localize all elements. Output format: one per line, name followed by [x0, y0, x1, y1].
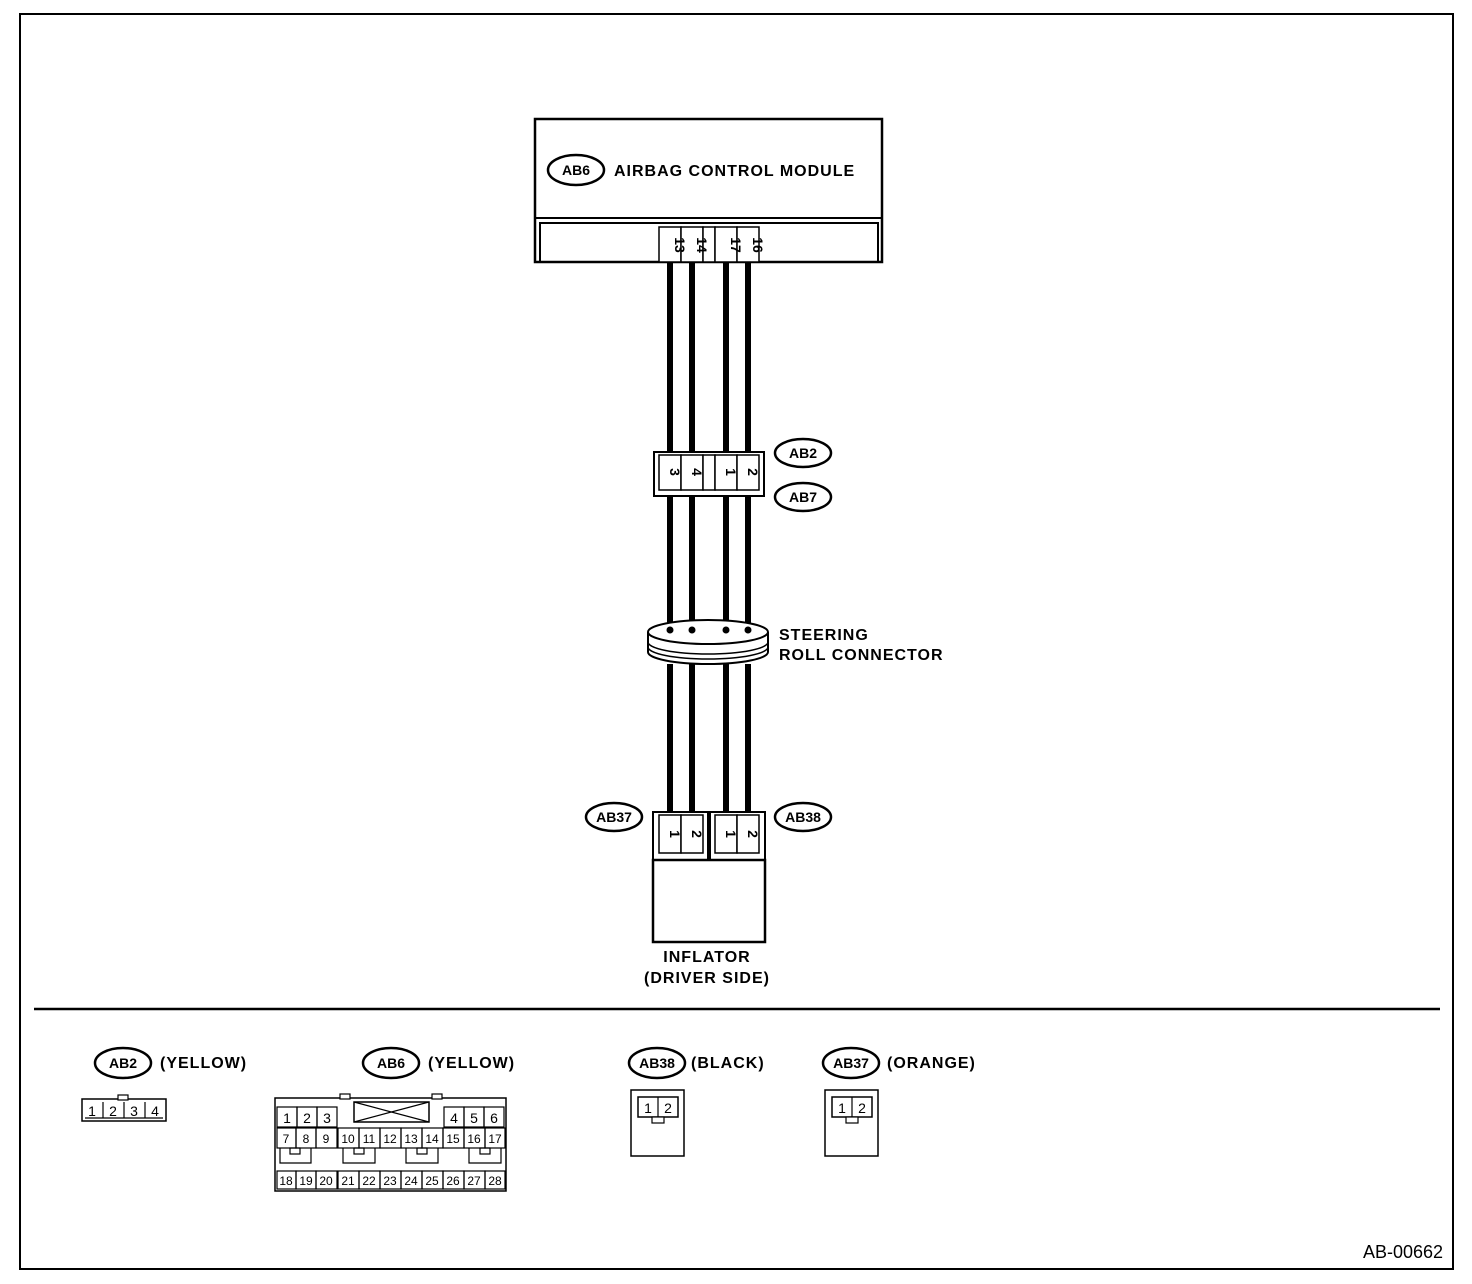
legend-ab37-badge: AB37 [833, 1055, 869, 1071]
legend-ab6-pin-10: 10 [341, 1132, 355, 1146]
legend-ab38-badge: AB38 [639, 1055, 675, 1071]
module-badge [546, 153, 606, 187]
legend-ab6-pin-25: 25 [425, 1174, 439, 1188]
inflator-badge-right [773, 801, 833, 833]
legend-ab6: AB6 (YELLOW) [274, 1046, 515, 1192]
junction-pin-1: 1 [723, 468, 739, 476]
wire-harness-upper [667, 262, 751, 456]
legend-ab37: AB37 (ORANGE) 1 2 [821, 1046, 976, 1157]
legend-ab37-pin-1: 1 [838, 1100, 846, 1116]
junction-pin-4: 4 [689, 468, 705, 476]
steering-roll-connector: STEERING ROLL CONNECTOR [647, 619, 944, 665]
legend-ab2-badge: AB2 [109, 1055, 137, 1071]
inflator-badge-right-label: AB38 [785, 809, 821, 825]
legend-ab6-pin-16: 16 [467, 1132, 481, 1146]
legend-ab6-pin-26: 26 [446, 1174, 460, 1188]
legend-ab6-pin-23: 23 [383, 1174, 397, 1188]
legend-ab6-pin-21: 21 [341, 1174, 355, 1188]
junction-badge-ab2-label: AB2 [789, 445, 817, 461]
legend-ab2-pin-1: 1 [88, 1103, 96, 1119]
legend-ab37-color: (ORANGE) [887, 1055, 976, 1072]
legend-ab38: AB38 (BLACK) 1 2 [627, 1046, 765, 1157]
legend-ab38-pin-1: 1 [644, 1100, 652, 1116]
inflator-label-2: (DRIVER SIDE) [644, 970, 770, 987]
junction-badge-ab2 [773, 437, 833, 469]
module-title: AIRBAG CONTROL MODULE [614, 163, 855, 180]
figure-code: AB-00662 [1363, 1242, 1443, 1262]
legend-ab6-pin-12: 12 [383, 1132, 397, 1146]
legend-ab38-pin-2: 2 [664, 1100, 672, 1116]
legend-ab6-pin-7: 7 [283, 1132, 290, 1146]
legend-ab6-pin-6: 6 [490, 1110, 498, 1126]
inflator-right-pin-1: 1 [723, 830, 739, 838]
wire-harness-lower [667, 664, 751, 816]
inflator-body [651, 858, 767, 944]
legend-ab6-pin-5: 5 [470, 1110, 478, 1126]
roll-connector-label-2: ROLL CONNECTOR [779, 647, 944, 664]
inflator-badge-left-label: AB37 [596, 809, 632, 825]
module-pin-16: 16 [750, 237, 766, 253]
legend-ab6-pin-4: 4 [450, 1110, 458, 1126]
wire-harness-middle [667, 496, 751, 632]
module-pin-13: 13 [672, 237, 688, 253]
legend-ab38-color: (BLACK) [691, 1055, 765, 1072]
legend-ab6-pin-28: 28 [488, 1174, 502, 1188]
legend-ab6-pin-19: 19 [299, 1174, 313, 1188]
legend-ab2: AB2 (YELLOW) 1 2 3 4 [81, 1046, 247, 1122]
legend-ab37-pin-2: 2 [858, 1100, 866, 1116]
legend-ab6-pin-11: 11 [363, 1132, 376, 1146]
legend-ab6-pin-14: 14 [425, 1132, 439, 1146]
junction-pin-3: 3 [667, 468, 683, 476]
legend-ab2-pin-2: 2 [109, 1103, 117, 1119]
inflator-badge-left [584, 801, 644, 833]
legend-ab6-color: (YELLOW) [428, 1055, 515, 1072]
legend-ab6-pin-18: 18 [279, 1174, 293, 1188]
inflator: 1 2 1 2 AB37 AB38 INFLATOR (DRIVER SIDE) [584, 801, 833, 987]
legend-ab6-pin-17: 17 [488, 1132, 502, 1146]
legend-ab6-pin-13: 13 [404, 1132, 418, 1146]
inflator-right-pin-2: 2 [745, 830, 761, 838]
legend-ab6-pin-24: 24 [404, 1174, 418, 1188]
legend-ab6-badge: AB6 [377, 1055, 405, 1071]
junction-connector: 3 4 1 2 AB2 AB7 [653, 437, 833, 513]
legend-ab6-pin-20: 20 [319, 1174, 333, 1188]
legend-ab6-pin-9: 9 [323, 1132, 330, 1146]
airbag-control-module: AB6 AIRBAG CONTROL MODULE 13 14 17 16 [533, 117, 884, 264]
inflator-left-pin-1: 1 [667, 830, 683, 838]
legend-ab6-pin-15: 15 [446, 1132, 460, 1146]
inflator-label-1: INFLATOR [663, 949, 750, 966]
frame-border [19, 13, 1454, 1270]
legend-ab6-pin-8: 8 [303, 1132, 310, 1146]
module-pin-17: 17 [728, 237, 744, 253]
roll-connector-label-1: STEERING [779, 627, 869, 644]
legend-ab6-pin-2: 2 [303, 1110, 311, 1126]
legend-ab2-pin-4: 4 [151, 1103, 159, 1119]
inflator-left-pin-2: 2 [689, 830, 705, 838]
junction-badge-ab7 [773, 481, 833, 513]
legend-ab6-pin-3: 3 [323, 1110, 331, 1126]
module-pin-14: 14 [694, 237, 710, 253]
legend-ab2-pin-3: 3 [130, 1103, 138, 1119]
module-badge-label: AB6 [562, 162, 590, 178]
legend-ab6-pin-27: 27 [467, 1174, 481, 1188]
legend-ab6-pin-1: 1 [283, 1110, 291, 1126]
legend-ab6-pin-22: 22 [362, 1174, 376, 1188]
junction-pin-2: 2 [745, 468, 761, 476]
junction-badge-ab7-label: AB7 [789, 489, 817, 505]
legend-ab2-color: (YELLOW) [160, 1055, 247, 1072]
